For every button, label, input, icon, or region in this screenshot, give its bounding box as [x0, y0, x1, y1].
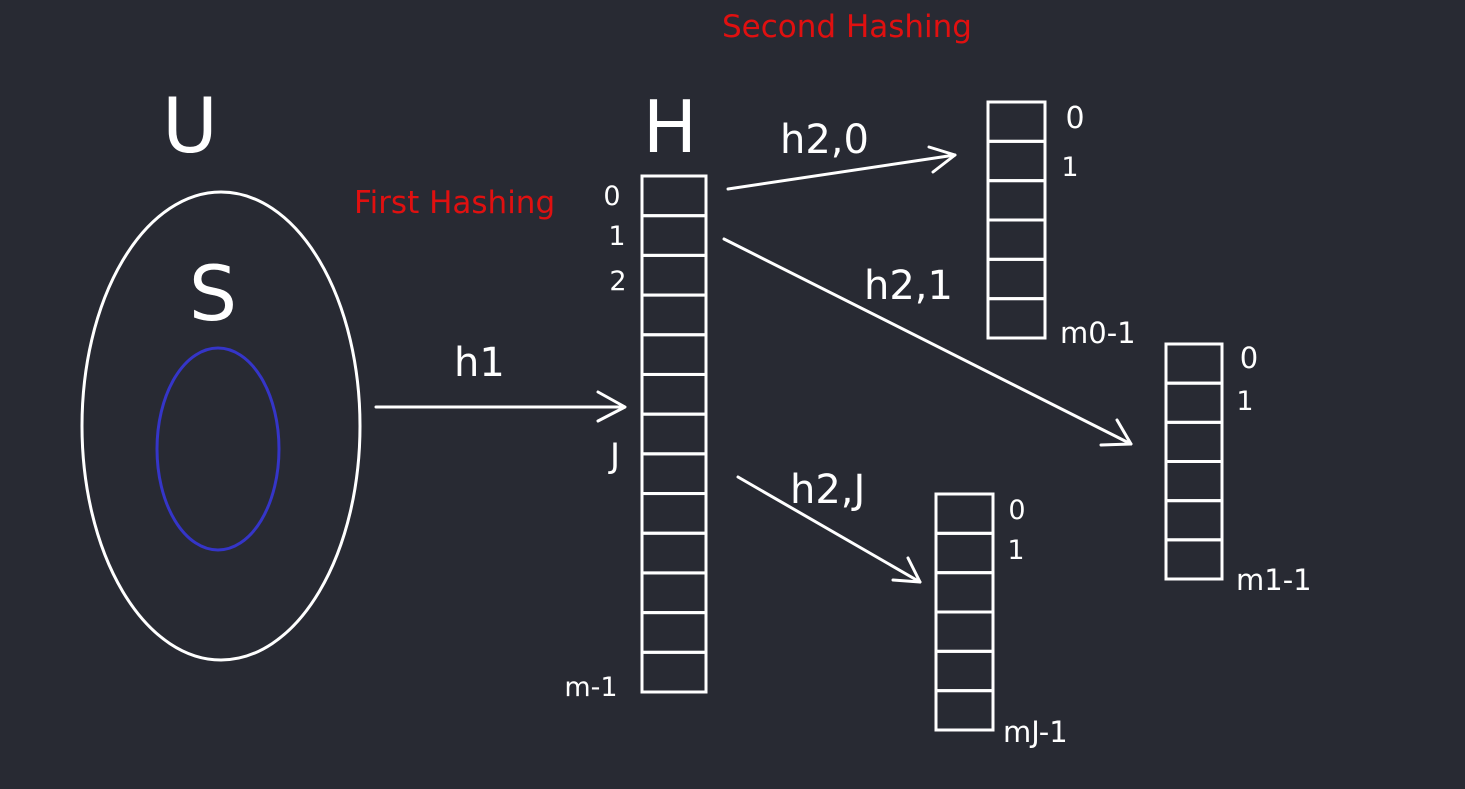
h1-arrow-head	[596, 390, 627, 423]
first-table-slot	[640, 452, 708, 496]
h20-label: h2,0	[780, 117, 869, 163]
second-table-1-slot	[1164, 342, 1224, 385]
h21-label: h2,1	[864, 263, 953, 309]
second-table-0-slot	[986, 179, 1047, 222]
second-hash-arrow-j: h2,J	[736, 467, 922, 584]
second-table-0-index-0: 0	[1065, 101, 1084, 136]
first-table-index-last: m-1	[564, 672, 617, 703]
second-hashing-title: Second Hashing	[722, 9, 972, 45]
second-table-1: 0 1 m1-1	[1164, 341, 1312, 597]
second-hash-arrow-1: h2,1	[722, 237, 1133, 447]
first-table-slot	[640, 174, 708, 218]
second-table-j-slots	[934, 492, 995, 732]
first-table: H 0 1 2 J m-1	[564, 85, 708, 703]
first-table-slot	[640, 531, 708, 575]
first-table-index-2: 2	[609, 266, 626, 297]
second-table-j-slot	[934, 531, 995, 575]
second-table-1-index-1: 1	[1236, 386, 1253, 417]
second-table-0-slot	[986, 257, 1047, 301]
second-table-j-index-1: 1	[1007, 535, 1024, 566]
second-table-1-slot	[1164, 381, 1224, 424]
first-table-index-0: 0	[603, 181, 620, 212]
second-table-0-index-last: m0-1	[1060, 316, 1136, 350]
h2j-arrow-line	[736, 475, 922, 584]
h20-arrow-line	[726, 153, 957, 191]
universe: U S	[80, 81, 362, 662]
first-hashing-title: First Hashing	[354, 185, 556, 221]
second-table-0-slot	[986, 297, 1047, 340]
second-table-1-slot	[1164, 460, 1224, 503]
first-table-label: H	[643, 85, 697, 169]
second-hash-arrow-0: h2,0	[726, 117, 957, 191]
second-table-j-index-last: mJ-1	[1003, 715, 1068, 749]
first-table-slot	[640, 611, 708, 654]
universe-ellipse	[80, 190, 362, 662]
first-table-index-1: 1	[608, 221, 625, 252]
first-table-slot	[640, 571, 708, 615]
first-table-slot	[640, 372, 708, 416]
second-table-0-slot	[986, 218, 1047, 261]
second-table-1-slot	[1164, 499, 1224, 542]
h2j-arrow-head	[891, 556, 922, 584]
second-table-j-slot	[934, 492, 995, 535]
second-table-0-slot	[986, 139, 1047, 183]
universe-label: U	[162, 81, 218, 170]
first-hash-arrow: h1	[374, 340, 627, 423]
second-table-0: 0 1 m0-1	[986, 100, 1136, 350]
first-table-slot	[640, 253, 708, 297]
first-table-index-j: J	[608, 436, 620, 476]
first-table-slots	[640, 174, 708, 694]
second-table-0-index-1: 1	[1061, 152, 1078, 183]
second-table-j: 0 1 mJ-1	[934, 492, 1068, 749]
first-table-slot	[640, 650, 708, 694]
second-table-j-slot	[934, 571, 995, 614]
h2j-label: h2,J	[790, 467, 865, 513]
second-table-1-index-last: m1-1	[1236, 563, 1312, 597]
h1-label: h1	[454, 340, 505, 386]
second-table-1-slot	[1164, 538, 1224, 581]
second-table-0-slots	[986, 100, 1047, 340]
second-table-j-slot	[934, 610, 995, 653]
first-table-slot	[640, 293, 708, 337]
first-table-slot	[640, 492, 708, 535]
second-table-1-index-0: 0	[1240, 341, 1258, 375]
second-table-1-slot	[1164, 420, 1224, 464]
first-table-slot	[640, 333, 708, 376]
first-table-slot	[640, 214, 708, 257]
subset-ellipse	[155, 346, 281, 552]
second-table-j-slot	[934, 689, 995, 732]
h21-arrow-head	[1099, 418, 1133, 447]
subset-label: S	[189, 249, 237, 338]
second-table-j-slot	[934, 649, 995, 693]
h21-arrow-line	[722, 237, 1133, 446]
h20-arrow-head	[927, 145, 957, 174]
second-table-0-slot	[986, 100, 1047, 143]
first-table-slot	[640, 412, 708, 456]
second-table-1-slots	[1164, 342, 1224, 581]
second-table-j-index-0: 0	[1008, 495, 1025, 526]
